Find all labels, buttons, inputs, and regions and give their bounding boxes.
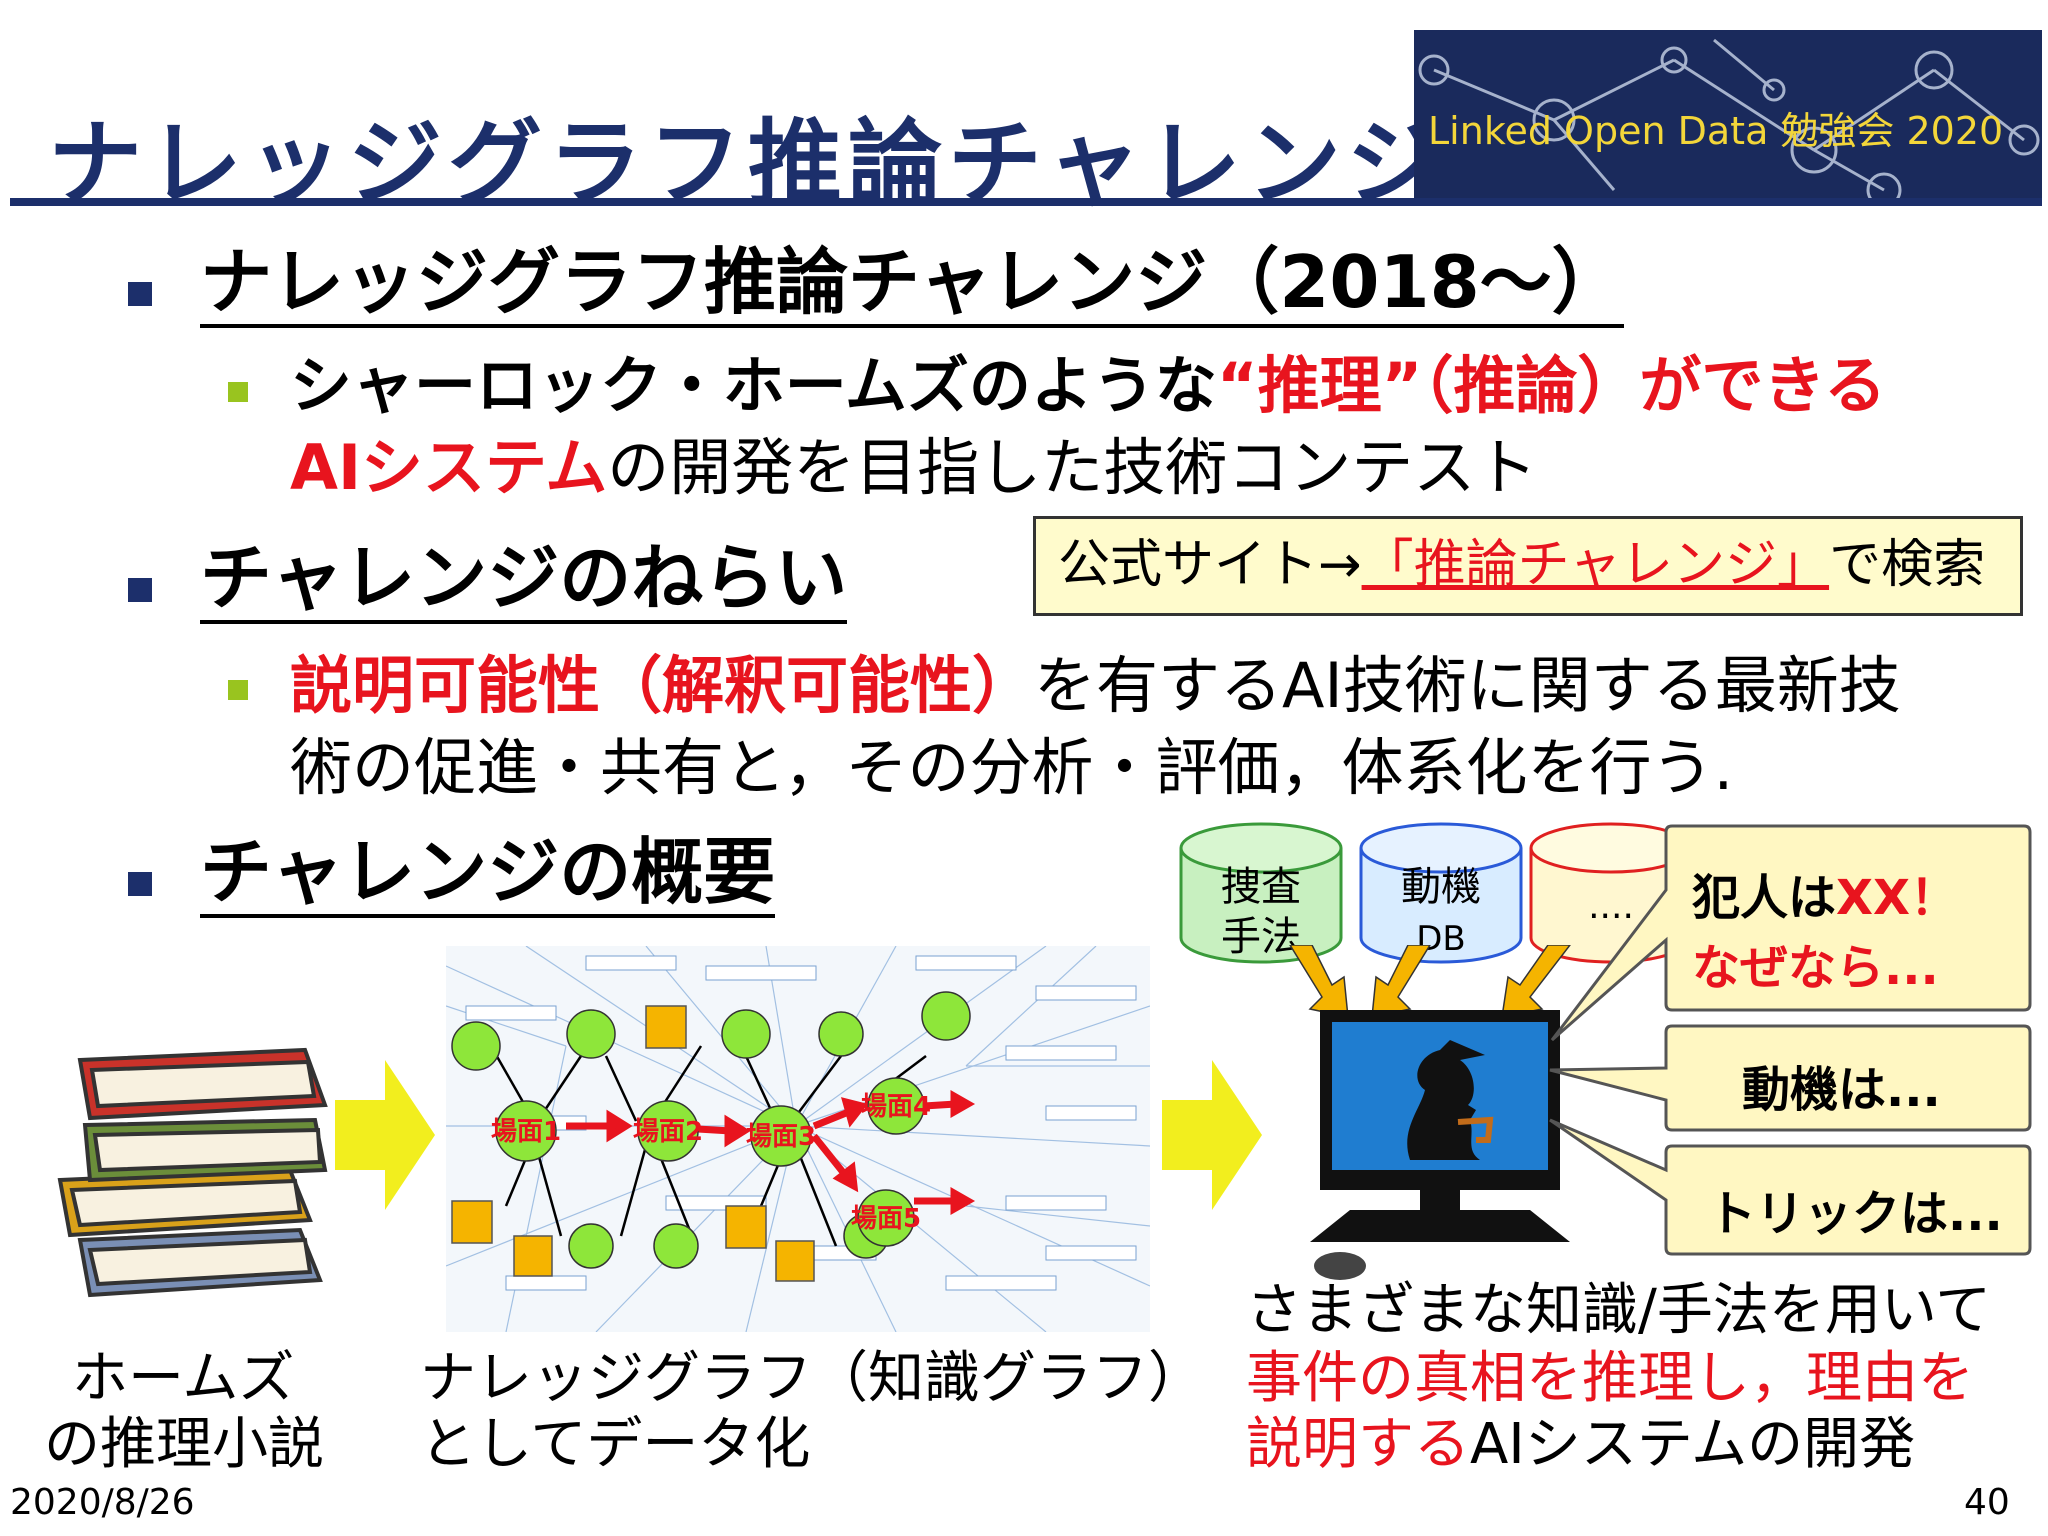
scene-node-5 [857, 1189, 915, 1247]
bullet-2-line-1: 説明可能性（解釈可能性）を有するAI技術に関する最新技 [290, 646, 1901, 726]
scene-label: 場面2 [633, 1117, 703, 1147]
scene-node-3 [750, 1105, 812, 1167]
title-underline [10, 198, 2040, 206]
detective-silhouette-icon [1407, 1040, 1485, 1160]
speech-bubble-motive [1549, 1024, 2032, 1132]
speech-bubbles [1549, 824, 2032, 1256]
scene-label: 場面5 [851, 1204, 921, 1234]
text-span: 公式サイト→ [1058, 535, 1362, 595]
caption-books-line-2: の推理小説 [44, 1412, 324, 1477]
caption-ai-line-2: 事件の真相を推理し，理由を [1246, 1346, 1974, 1411]
text-span: 犯人は [1692, 870, 1837, 926]
bullet-1-line-1: シャーロック・ホームズのような“推理”（推論）ができる [290, 346, 1886, 426]
caption-graph-line-2: としてデータ化 [420, 1412, 811, 1477]
cylinder-label: .... [1588, 886, 1634, 927]
bubble-motive-text: 動機は... [1742, 1062, 1941, 1118]
caption-ai-line-1: さまざまな知識/手法を用いて [1246, 1278, 1992, 1343]
scene-node-4 [867, 1077, 925, 1135]
bullet-1-line-2: AIシステムの開発を目指した技術コンテスト [290, 428, 1537, 508]
emphasis-text: 説明する [1246, 1412, 1470, 1477]
mouse-icon [1314, 1252, 1366, 1280]
bullet-2-line-2: 術の促進・共有と，その分析・評価，体系化を行う. [290, 731, 1734, 804]
bubble-culprit-line-2: なぜなら... [1692, 940, 1939, 996]
knowledge-graph-diagram: 場面1 場面2 場面3 場面4 場面5 [446, 946, 1150, 1332]
flow-arrow-icon [335, 1060, 435, 1210]
slide-page-number: 40 [1964, 1482, 2010, 1523]
scene-node-1 [495, 1100, 557, 1162]
caption-books-line-1: ホームズ [72, 1346, 295, 1411]
cylinder-investigation-methods: 捜査 手法 [1179, 822, 1343, 964]
scene-label: 場面4 [861, 1092, 931, 1122]
cylinder-label: 手法 [1221, 914, 1301, 960]
text-span: を有するAI技術に関する最新技 [1034, 649, 1901, 722]
ai-computer-illustration [1310, 1010, 1570, 1280]
text-span: の開発を目指した技術コンテスト [607, 431, 1538, 504]
event-banner: Linked Open Data 勉強会 2020 [1414, 30, 2042, 198]
keyboard [1310, 1210, 1570, 1242]
bubble-culprit-line-1: 犯人はXX！ [1692, 858, 1958, 928]
bullet-marker [128, 578, 152, 602]
emphasis-text: XX！ [1836, 870, 1959, 926]
text-span: AIシステムの開発 [1470, 1412, 1916, 1477]
cylinder-label: 動機 [1401, 864, 1481, 910]
bullet-marker [128, 282, 152, 306]
caption-ai-line-3: 説明するAIシステムの開発 [1246, 1412, 1915, 1478]
bullet-heading-1: ナレッジグラフ推論チャレンジ（2018～） [200, 240, 1624, 328]
official-site-callout: 公式サイト→「推論チャレンジ」で検索 [1033, 516, 2023, 616]
scene-label: 場面3 [746, 1122, 816, 1152]
caption-graph-line-1: ナレッジグラフ（知識グラフ） [420, 1346, 1204, 1411]
text-span: で検索 [1829, 535, 1986, 595]
knowledge-graph-image: 場面1 場面2 場面3 場面4 場面5 [446, 946, 1150, 1332]
sub-bullet-marker [228, 382, 248, 402]
emphasis-text: AIシステム [290, 431, 608, 504]
emphasis-text: “推理”（推論）ができる [1216, 349, 1887, 422]
books-illustration [57, 1047, 328, 1298]
banner-text: Linked Open Data 勉強会 2020 [1428, 109, 2004, 153]
scene-node-2 [637, 1100, 699, 1162]
search-keyword-link[interactable]: 「推論チャレンジ」 [1361, 535, 1830, 595]
scene-label: 場面1 [491, 1117, 561, 1147]
scene-nodes [495, 1077, 925, 1247]
text-span: シャーロック・ホームズのような [290, 349, 1217, 422]
cylinder-label: 捜査 [1221, 864, 1301, 910]
flow-arrow-icon [1162, 1060, 1262, 1210]
bullet-heading-3: チャレンジの概要 [200, 830, 776, 918]
banner-underline [1414, 198, 2042, 206]
cylinder-motive-db: 動機 DB [1359, 822, 1523, 964]
input-arrows [1289, 945, 1571, 1018]
network-pattern-graphic [1418, 38, 2040, 198]
emphasis-text: 説明可能性（解釈可能性） [290, 649, 1035, 722]
knowledge-sources: 捜査 手法 動機 DB .... [1179, 822, 1693, 964]
slide-date: 2020/8/26 [10, 1482, 195, 1523]
sub-bullet-marker [228, 680, 248, 700]
bullet-heading-2: チャレンジのねらい [200, 536, 848, 624]
bubble-trick-text: トリックは... [1708, 1186, 2003, 1242]
speech-bubble-culprit [1550, 824, 2032, 1042]
speech-bubble-trick [1549, 1118, 2032, 1256]
bullet-marker [128, 872, 152, 896]
